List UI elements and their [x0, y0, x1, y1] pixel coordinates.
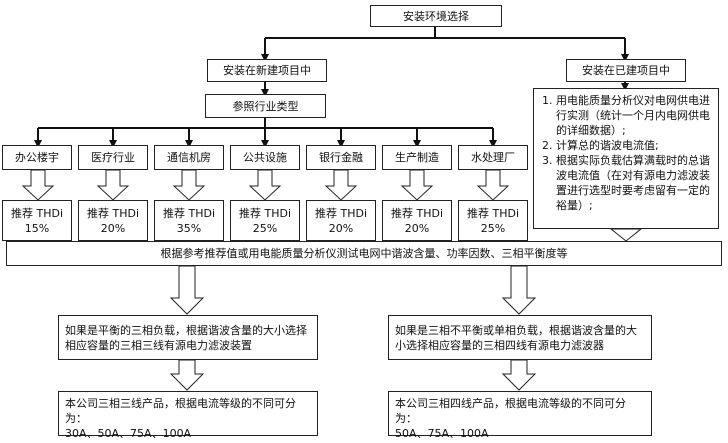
balanced-label: 如果是平衡的三相负载，根据谐波含量的大小选择相应容量的三相三线有源电力滤波装置	[65, 323, 307, 352]
block-arrow-6	[400, 169, 434, 201]
industry-6-name: 生产制造	[395, 151, 439, 164]
new-project-box: 安装在新建项目中	[207, 59, 327, 82]
measure-label: 根据参考推荐值或用电能质量分析仪测试电网中谐波含量、功率因数、三相平衡度等	[160, 247, 568, 260]
industry-2-name: 医疗行业	[91, 151, 135, 164]
industry-1-box: 办公楼宇	[2, 145, 72, 170]
existing-steps-list: 用电能质量分析仪对电网供电进行实测（统计一个月内电网供电的详细数据）; 计算总的…	[540, 93, 712, 213]
industry-ref-box: 参照行业类型	[205, 94, 326, 118]
balanced-box: 如果是平衡的三相负载，根据谐波含量的大小选择相应容量的三相三线有源电力滤波装置	[58, 315, 318, 360]
industry-7-box: 水处理厂	[458, 145, 528, 170]
thd-6-label: 推荐 THDi	[390, 206, 443, 220]
block-arrow-2	[96, 169, 130, 201]
thd-5-box: 推荐 THDi 20%	[306, 200, 376, 241]
block-arrow-7	[476, 169, 510, 201]
product-3w-line2: 30A、50A、75A、100A	[65, 427, 192, 440]
install-environment-label: 安装环境选择	[403, 9, 469, 23]
measure-box: 根据参考推荐值或用电能质量分析仪测试电网中谐波含量、功率因数、三相平衡度等	[6, 241, 722, 266]
product-3w-box: 本公司三相三线产品，根据电流等级的不同可分为： 30A、50A、75A、100A	[58, 391, 318, 440]
thd-7-label: 推荐 THDi	[466, 206, 519, 220]
thd-2-label: 推荐 THDi	[86, 206, 139, 220]
industry-7-name: 水处理厂	[471, 151, 515, 164]
block-arrow-to-balanced	[169, 265, 205, 315]
thd-6-box: 推荐 THDi 20%	[382, 200, 452, 241]
product-4w-line2: 50A、75A、100A	[395, 427, 489, 440]
industry-1-name: 办公楼宇	[15, 151, 59, 164]
block-arrow-3	[172, 169, 206, 201]
industry-3-name: 通信机房	[167, 151, 211, 164]
existing-steps-box: 用电能质量分析仪对电网供电进行实测（统计一个月内电网供电的详细数据）; 计算总的…	[533, 88, 719, 229]
unbalanced-box: 如果是三相不平衡或单相负载，根据谐波含量的大小选择相应容量的三相四线有源电力滤波…	[388, 315, 652, 360]
thd-1-label: 推荐 THDi	[10, 206, 63, 220]
block-arrow-5	[324, 169, 358, 201]
industry-3-box: 通信机房	[154, 145, 224, 170]
block-arrow-to-product-4w	[501, 359, 537, 391]
thd-4-value: 25%	[252, 221, 278, 235]
unbalanced-label: 如果是三相不平衡或单相负载，根据谐波含量的大小选择相应容量的三相四线有源电力滤波…	[395, 323, 637, 352]
thd-2-value: 20%	[100, 221, 126, 235]
industry-ref-label: 参照行业类型	[232, 99, 299, 113]
thd-5-label: 推荐 THDi	[314, 206, 367, 220]
thd-6-value: 20%	[404, 221, 430, 235]
thd-4-box: 推荐 THDi 25%	[230, 200, 300, 241]
existing-step-2: 计算总的谐波电流值;	[556, 138, 712, 153]
block-arrow-steps-to-measure	[609, 228, 643, 242]
block-arrow-1	[21, 169, 55, 201]
industry-2-box: 医疗行业	[78, 145, 148, 170]
thd-3-value: 35%	[176, 221, 202, 235]
industry-5-name: 银行金融	[319, 151, 363, 164]
thd-7-box: 推荐 THDi 25%	[458, 200, 528, 241]
thd-7-value: 25%	[480, 221, 506, 235]
existing-step-1: 用电能质量分析仪对电网供电进行实测（统计一个月内电网供电的详细数据）;	[556, 93, 712, 138]
existing-project-box: 安装在已建项目中	[566, 59, 686, 82]
install-environment-box: 安装环境选择	[370, 5, 502, 27]
industry-5-box: 银行金融	[306, 145, 376, 170]
thd-3-box: 推荐 THDi 35%	[154, 200, 224, 241]
industry-4-box: 公共设施	[230, 145, 300, 170]
thd-2-box: 推荐 THDi 20%	[78, 200, 148, 241]
thd-4-label: 推荐 THDi	[238, 206, 291, 220]
existing-project-label: 安装在已建项目中	[582, 64, 670, 77]
product-4w-line1: 本公司三相四线产品，根据电流等级的不同可分为：	[395, 397, 626, 425]
new-project-label: 安装在新建项目中	[223, 64, 311, 77]
block-arrow-to-product-3w	[169, 359, 205, 391]
thd-3-label: 推荐 THDi	[162, 206, 215, 220]
block-arrow-4	[248, 169, 282, 201]
product-4w-box: 本公司三相四线产品，根据电流等级的不同可分为： 50A、75A、100A	[388, 391, 652, 440]
thd-5-value: 20%	[328, 221, 354, 235]
thd-1-value: 15%	[24, 221, 50, 235]
industry-6-box: 生产制造	[382, 145, 452, 170]
block-arrow-to-unbalanced	[501, 265, 537, 315]
product-3w-line1: 本公司三相三线产品，根据电流等级的不同可分为：	[65, 397, 296, 425]
industry-4-name: 公共设施	[243, 151, 287, 164]
thd-1-box: 推荐 THDi 15%	[2, 200, 72, 241]
existing-step-3: 根据实际负载估算满载时的总谐波电流值（在对有源电力滤波装置进行选型时要考虑留有一…	[556, 153, 712, 213]
